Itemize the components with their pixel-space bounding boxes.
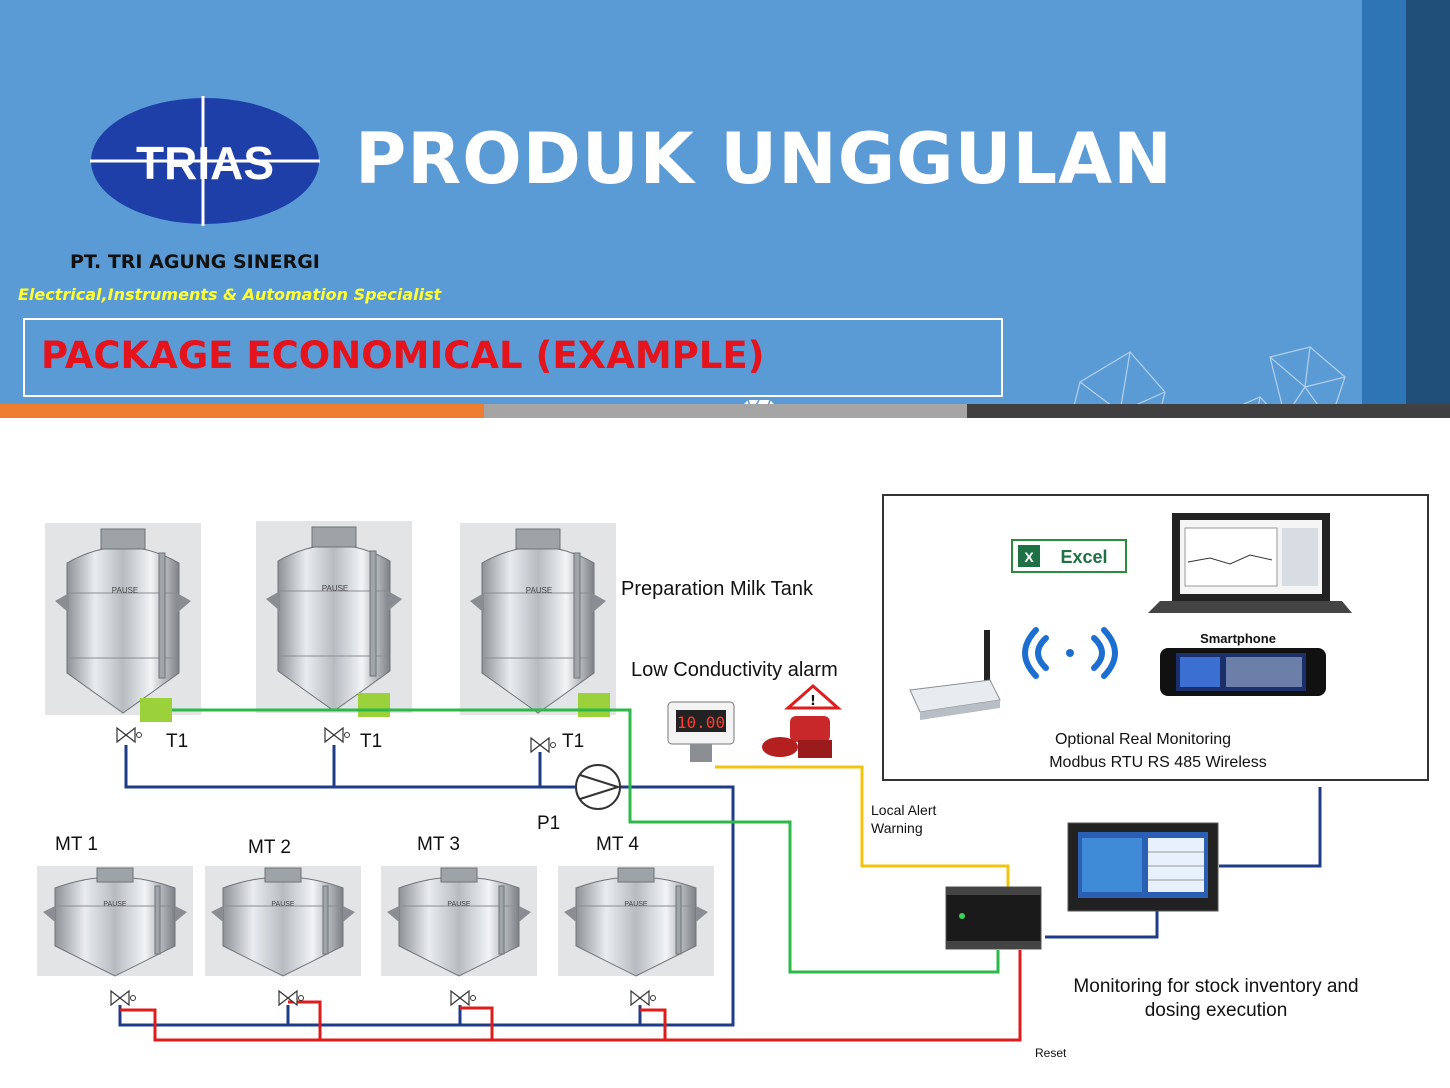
package-title: PACKAGE ECONOMICAL (EXAMPLE) — [41, 334, 765, 377]
valve-icon — [530, 737, 557, 753]
alarm-label: Low Conductivity alarm — [631, 659, 838, 681]
valve-icon — [110, 990, 137, 1006]
excel-label: Excel — [1060, 547, 1107, 567]
valve-icon — [116, 727, 143, 743]
tank-plate-label: PAUSE — [112, 586, 139, 595]
mixing-tank-2: PAUSE — [204, 865, 362, 977]
monitoring-caption-line2: Modbus RTU RS 485 Wireless — [1049, 754, 1267, 771]
laptop-icon — [1148, 513, 1352, 613]
prep-tank-3: PAUSE — [459, 522, 617, 716]
prep-tank-1: PAUSE — [44, 522, 202, 716]
blue-piping — [118, 745, 1322, 1027]
accent-bar-dark — [967, 404, 1450, 418]
accent-bar-gray — [484, 404, 967, 418]
crystal-decoration — [744, 346, 1346, 404]
green-signal-line — [172, 708, 1000, 974]
pump-icon — [575, 764, 622, 810]
package-title-box: PACKAGE ECONOMICAL (EXAMPLE) — [23, 318, 1003, 397]
company-tagline: Electrical,Instruments & Automation Spec… — [18, 285, 442, 304]
trias-logo: TRIAS — [90, 96, 320, 226]
monitoring-stock-caption-line2: dosing execution — [1145, 1000, 1288, 1021]
pump-label: P1 — [537, 813, 560, 834]
tank-plate-label: PAUSE — [322, 584, 349, 593]
tank-plate-label: PAUSE — [624, 901, 648, 908]
plc-controller-icon — [945, 886, 1042, 950]
logo-text: TRIAS — [136, 137, 274, 189]
tank-plate-label: PAUSE — [271, 901, 295, 908]
smartphone-label: Smartphone — [1200, 631, 1276, 646]
valve-label-2: T1 — [360, 731, 382, 752]
side-strip-dark — [1406, 0, 1450, 404]
valve-icon — [630, 990, 657, 1006]
accent-bar-orange — [0, 404, 484, 418]
meter-display: 10.00 — [677, 713, 725, 732]
tank-plate-label: PAUSE — [447, 901, 471, 908]
valve-icon — [324, 727, 351, 743]
wireless-modem-icon — [909, 630, 1001, 720]
page-title: PRODUK UNGGULAN — [355, 118, 1173, 200]
conductivity-meter-icon: 10.00 — [667, 701, 735, 762]
prep-tank-caption: Preparation Milk Tank — [621, 578, 814, 600]
level-sensor — [578, 693, 610, 717]
mixing-tank-3: PAUSE — [380, 865, 538, 977]
company-name: PT. TRI AGUNG SINERGI — [70, 251, 320, 273]
reset-label: Reset — [1035, 1046, 1067, 1060]
local-alert-label: Local Alert — [871, 802, 936, 818]
side-strip — [1362, 0, 1406, 404]
smartphone-icon — [1160, 648, 1326, 696]
siren-icon: ! — [762, 684, 842, 758]
mixing-tank-label-4: MT 4 — [596, 834, 639, 855]
level-sensor — [358, 693, 390, 717]
yellow-alert-line — [715, 765, 1010, 890]
monitoring-caption-line1: Optional Real Monitoring — [1055, 731, 1231, 748]
monitoring-box — [882, 494, 1429, 781]
header-banner: TRIAS PRODUK UNGGULAN PT. TRI AGUNG SINE… — [0, 0, 1450, 404]
diamond-icon — [744, 399, 774, 404]
valve-label-3: T1 — [562, 731, 584, 752]
hmi-panel-icon — [1067, 822, 1219, 912]
warning-label: Warning — [871, 820, 923, 836]
valve-label-1: T1 — [166, 731, 188, 752]
tank-plate-label: PAUSE — [103, 901, 127, 908]
mixing-tank-label-1: MT 1 — [55, 834, 98, 855]
svg-text:X: X — [1024, 549, 1034, 565]
prep-tank-2: PAUSE — [255, 520, 413, 714]
mixing-tank-1: PAUSE — [36, 865, 194, 977]
valve-icon — [450, 990, 477, 1006]
excel-icon: X Excel — [1011, 539, 1127, 573]
tank-plate-label: PAUSE — [526, 586, 553, 595]
wireless-signal-icon — [1022, 627, 1118, 679]
mixing-tank-label-2: MT 2 — [248, 837, 291, 858]
mixing-tank-label-3: MT 3 — [417, 834, 460, 855]
level-sensor — [140, 698, 172, 722]
monitoring-stock-caption-line1: Monitoring for stock inventory and — [1073, 976, 1358, 997]
mixing-tank-4: PAUSE — [557, 865, 715, 977]
red-reset-line — [120, 950, 1022, 1042]
svg-text:!: ! — [810, 694, 816, 709]
